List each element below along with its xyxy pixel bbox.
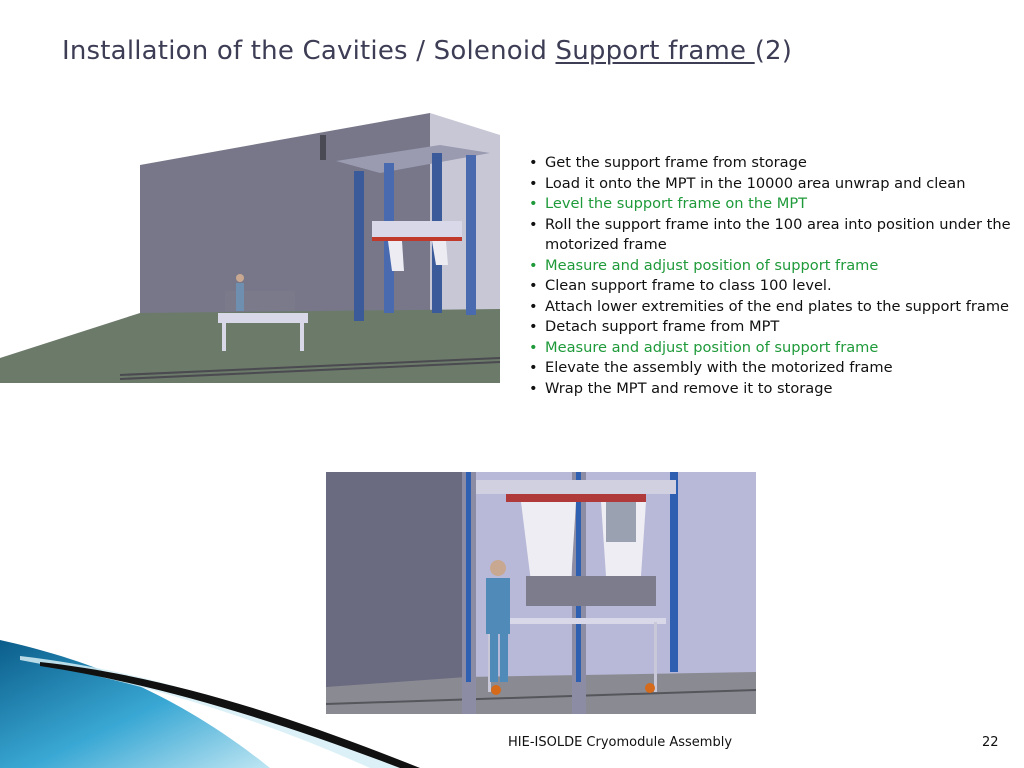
bullet-item-highlighted: Measure and adjust position of support f… [526,256,1020,277]
bullet-list: Get the support frame from storage Load … [526,153,1020,399]
bullet-item: Elevate the assembly with the motorized … [526,358,1020,379]
cad-render-closeup [326,472,756,714]
bullet-item: Attach lower extremities of the end plat… [526,297,1020,318]
bullet-item: Roll the support frame into the 100 area… [526,215,1020,256]
bullet-item: Clean support frame to class 100 level. [526,276,1020,297]
bullet-item: Get the support frame from storage [526,153,1020,174]
title-underlined: Support frame [555,36,755,66]
slide-title: Installation of the Cavities / Solenoid … [62,36,792,66]
bullet-item: Detach support frame from MPT [526,317,1020,338]
bullet-item-highlighted: Measure and adjust position of support f… [526,338,1020,359]
title-main: Installation of the Cavities / Solenoid [62,36,556,66]
decorative-swoosh [0,640,420,768]
bullet-item-highlighted: Level the support frame on the MPT [526,194,1020,215]
cad-render-overview [0,113,500,383]
bullet-item: Wrap the MPT and remove it to storage [526,379,1020,400]
bullet-item: Load it onto the MPT in the 10000 area u… [526,174,1020,195]
page-number: 22 [982,735,999,750]
footer-text: HIE-ISOLDE Cryomodule Assembly [508,735,733,750]
title-suffix: (2) [754,36,793,66]
